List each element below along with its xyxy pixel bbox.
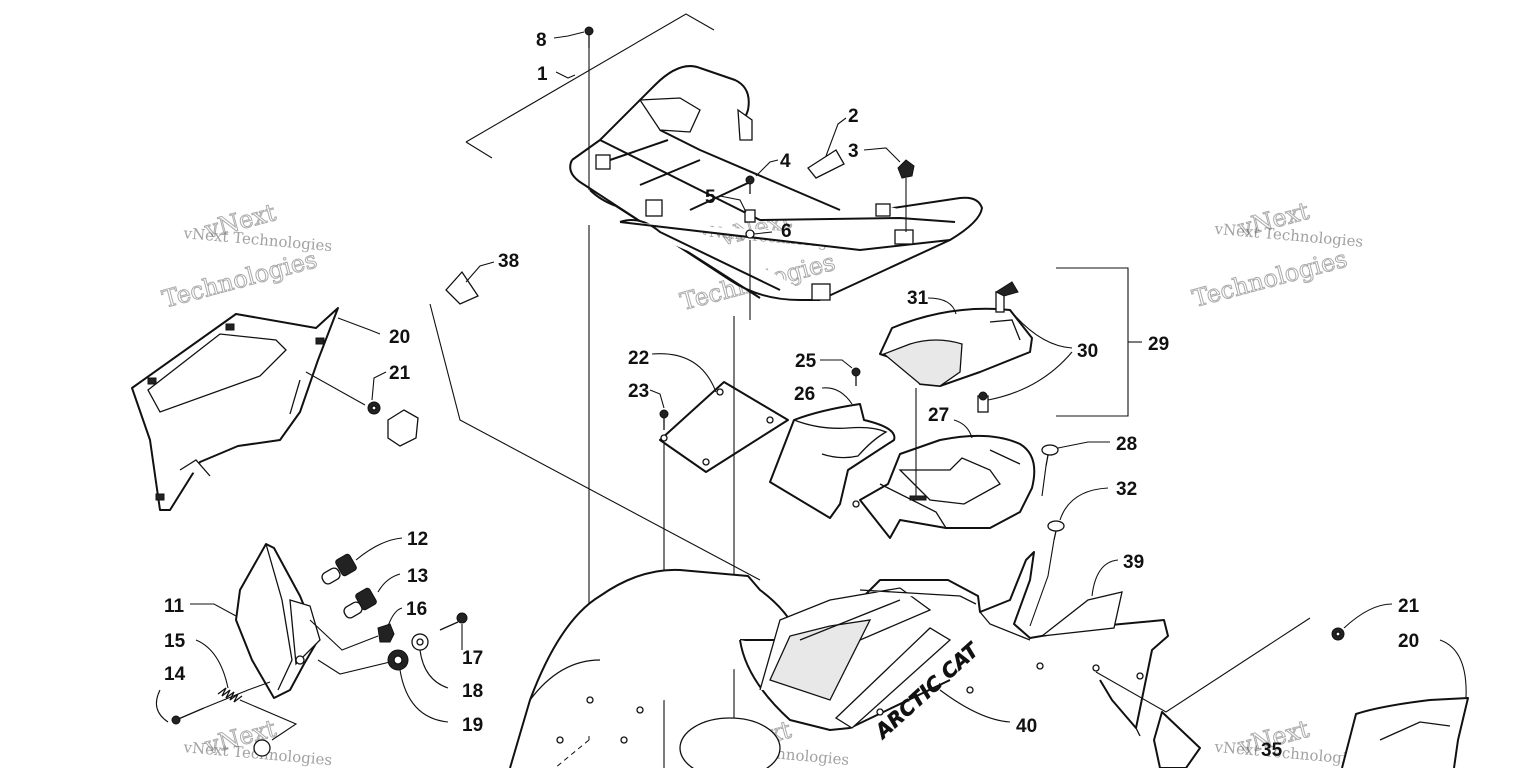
watermark-text: Technologies: [159, 245, 320, 313]
callout-22: 22: [628, 348, 649, 369]
part-4-bolt[interactable]: [745, 159, 779, 194]
part-18-washer[interactable]: [411, 633, 449, 689]
callout-20-left: 20: [389, 327, 410, 348]
callout-21-left: 21: [389, 363, 411, 384]
part-27-storage-tray[interactable]: [852, 388, 1036, 539]
part-31-seat-cover[interactable]: [879, 297, 1033, 387]
callout-28: 28: [1116, 434, 1137, 455]
leader-1: [555, 71, 576, 79]
callout-18: 18: [462, 681, 483, 702]
callout-23: 23: [628, 381, 649, 402]
callout-8: 8: [536, 30, 547, 51]
callout-26: 26: [794, 384, 815, 405]
callout-29: 29: [1148, 334, 1169, 355]
part-3-nut[interactable]: [863, 147, 915, 232]
callout-2: 2: [848, 106, 859, 127]
callout-labels: 8 1 2 3 4 5 6 38 20 21 31 30 29 22 23 25…: [164, 30, 1420, 761]
part-17-bolt[interactable]: [439, 612, 468, 650]
part-16-grommet[interactable]: [309, 607, 403, 651]
callout-17: 17: [462, 648, 483, 669]
part-32-rivet[interactable]: [1029, 487, 1109, 627]
part-22-cover-plate[interactable]: [651, 316, 789, 768]
callout-31: 31: [907, 288, 929, 309]
callout-15: 15: [164, 631, 186, 652]
bracket-29: [1056, 267, 1142, 417]
watermark-right-top: vNext vNext Technologies Technologies: [1189, 196, 1364, 313]
callout-13: 13: [407, 566, 428, 587]
part-headlight-lower-grommet[interactable]: [253, 739, 271, 757]
part-35-panel[interactable]: [1153, 711, 1201, 769]
part-40-rear-body[interactable]: ARCTIC CAT: [509, 551, 1169, 773]
callout-16: 16: [406, 599, 427, 620]
callout-3: 3: [848, 141, 859, 162]
part-11-headlight-housing[interactable]: [190, 543, 321, 699]
part-25-screw[interactable]: [820, 359, 861, 386]
callout-30: 30: [1077, 341, 1098, 362]
part-20-left-side-panel[interactable]: [131, 307, 381, 511]
callout-5: 5: [705, 187, 716, 208]
part-13-bulb[interactable]: [342, 573, 401, 620]
part-38-decal[interactable]: [429, 261, 761, 581]
part-6-nut[interactable]: [745, 229, 773, 320]
watermark-right-bottom: vNext vNext Technologies: [1213, 714, 1364, 769]
callout-21-right: 21: [1398, 596, 1420, 617]
part-14-screw[interactable]: [155, 681, 298, 741]
callout-40: 40: [1016, 716, 1037, 737]
part-30-fastener[interactable]: [977, 281, 1073, 413]
watermark-left-top: vNext vNext Technologies Technologies: [159, 198, 333, 314]
callout-35: 35: [1261, 740, 1283, 761]
callout-39: 39: [1123, 552, 1144, 573]
callout-20-right: 20: [1398, 631, 1419, 652]
part-20-right-side-panel[interactable]: [1095, 617, 1469, 769]
part-19-grommet[interactable]: [317, 649, 449, 723]
callout-38: 38: [498, 251, 519, 272]
callout-12: 12: [407, 529, 428, 550]
part-rear-rack[interactable]: [465, 13, 983, 301]
callout-11: 11: [164, 596, 185, 617]
part-2-decal[interactable]: [807, 117, 847, 179]
part-21-right-grommet[interactable]: [1331, 603, 1393, 641]
part-12-bulb[interactable]: [320, 537, 403, 586]
callout-27: 27: [928, 405, 949, 426]
callout-32: 32: [1116, 479, 1137, 500]
watermark-text: Technologies: [1189, 245, 1350, 313]
callout-19: 19: [462, 715, 483, 736]
callout-4: 4: [780, 151, 791, 172]
callout-1: 1: [537, 64, 548, 85]
part-5-spacer[interactable]: [719, 195, 756, 223]
part-39-decal[interactable]: [1039, 559, 1123, 637]
part-26-panel[interactable]: [769, 387, 896, 519]
part-15-spring[interactable]: [195, 639, 243, 703]
part-21-left-grommet[interactable]: [305, 371, 419, 447]
callout-14: 14: [164, 664, 186, 685]
part-28-rivet[interactable]: [1041, 441, 1110, 497]
callout-6: 6: [781, 221, 792, 242]
callout-25: 25: [795, 351, 817, 372]
